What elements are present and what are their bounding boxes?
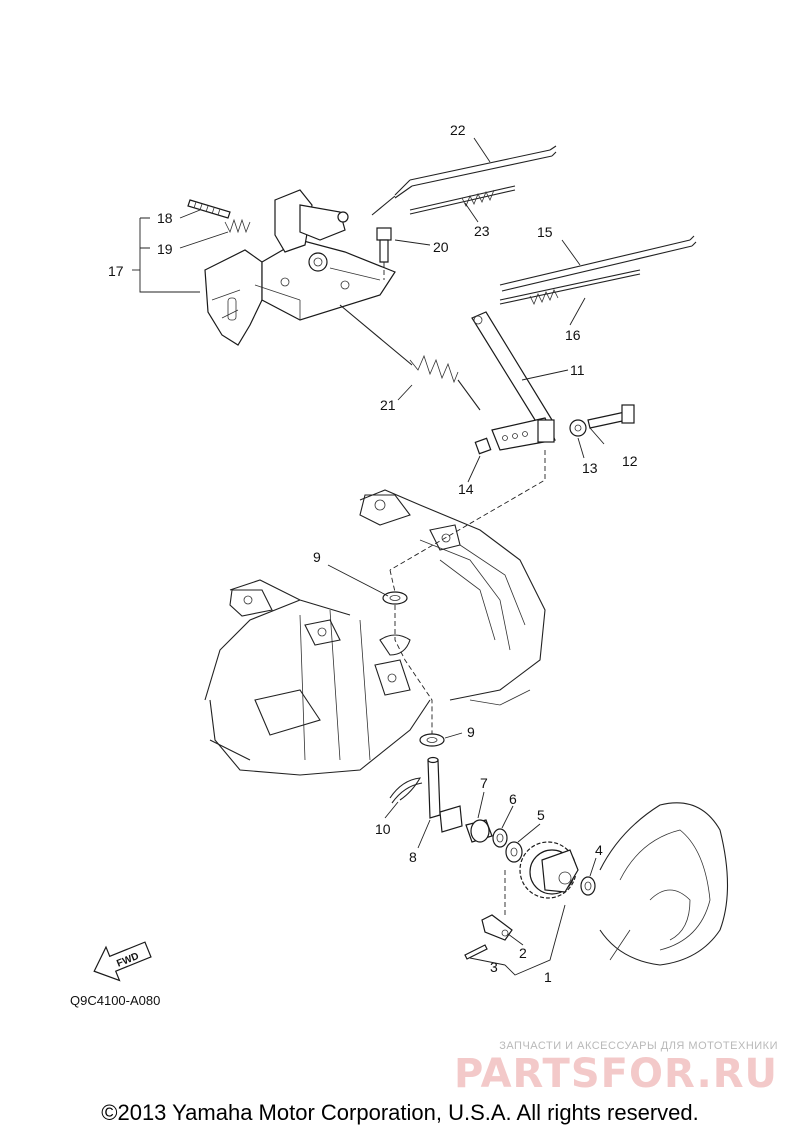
throttle-bracket-drawing: [187, 189, 396, 346]
crankcase-drawing: [204, 489, 546, 776]
callout-20: 20: [433, 239, 449, 255]
governor-gear-drawing: [504, 841, 596, 915]
callout-4: 4: [595, 842, 603, 858]
copyright-notice: ©2013 Yamaha Motor Corporation, U.S.A. A…: [101, 1100, 699, 1125]
callout-7: 7: [480, 775, 488, 791]
callout-15: 15: [537, 224, 553, 240]
leader-lines: [132, 137, 605, 976]
diagram-code: Q9C4100-A080: [70, 993, 160, 1008]
watermark-tagline: ЗАПЧАСТИ И АКСЕССУАРЫ ДЛЯ МОТОТЕХНИКИ: [499, 1040, 778, 1052]
callout-13: 13: [582, 460, 598, 476]
watermark-logo: PARTSFOR.RU: [453, 1051, 778, 1097]
cable-drawings: [371, 145, 697, 305]
pin-bracket-drawing: [464, 914, 513, 960]
callout-6: 6: [509, 791, 517, 807]
callout-17: 17: [108, 263, 124, 279]
callout-22: 22: [450, 122, 466, 138]
callout-18: 18: [157, 210, 173, 226]
callout-2: 2: [519, 945, 527, 961]
governor-spring-drawing: [339, 304, 481, 411]
callout-16: 16: [565, 327, 581, 343]
callout-9-lower: 9: [467, 724, 475, 740]
callout-12: 12: [622, 453, 638, 469]
callout-11: 11: [570, 362, 585, 378]
callout-19: 19: [157, 241, 173, 257]
sleeve-washer-drawing: [465, 819, 523, 863]
governor-lever-drawing: [389, 311, 635, 571]
callout-1: 1: [544, 969, 552, 985]
callout-8: 8: [409, 849, 417, 865]
fwd-arrow: FWD: [93, 941, 152, 982]
watermark: ЗАПЧАСТИ И АКСЕССУАРЫ ДЛЯ МОТОТЕХНИКИ PA…: [454, 1040, 778, 1096]
case-cover-drawing: [599, 802, 728, 966]
callout-3: 3: [490, 959, 498, 975]
callout-10: 10: [375, 821, 391, 837]
callout-21: 21: [380, 397, 396, 413]
callout-14: 14: [458, 481, 474, 497]
governor-shaft-drawing: [389, 756, 463, 833]
callout-5: 5: [537, 807, 545, 823]
washer-9-drawing: [382, 569, 445, 747]
callout-9-upper: 9: [313, 549, 321, 565]
callout-numbers: 22 23 15 16 11 12 13 14 20 21 18 19 17 9…: [108, 122, 638, 985]
callout-23: 23: [474, 223, 490, 239]
